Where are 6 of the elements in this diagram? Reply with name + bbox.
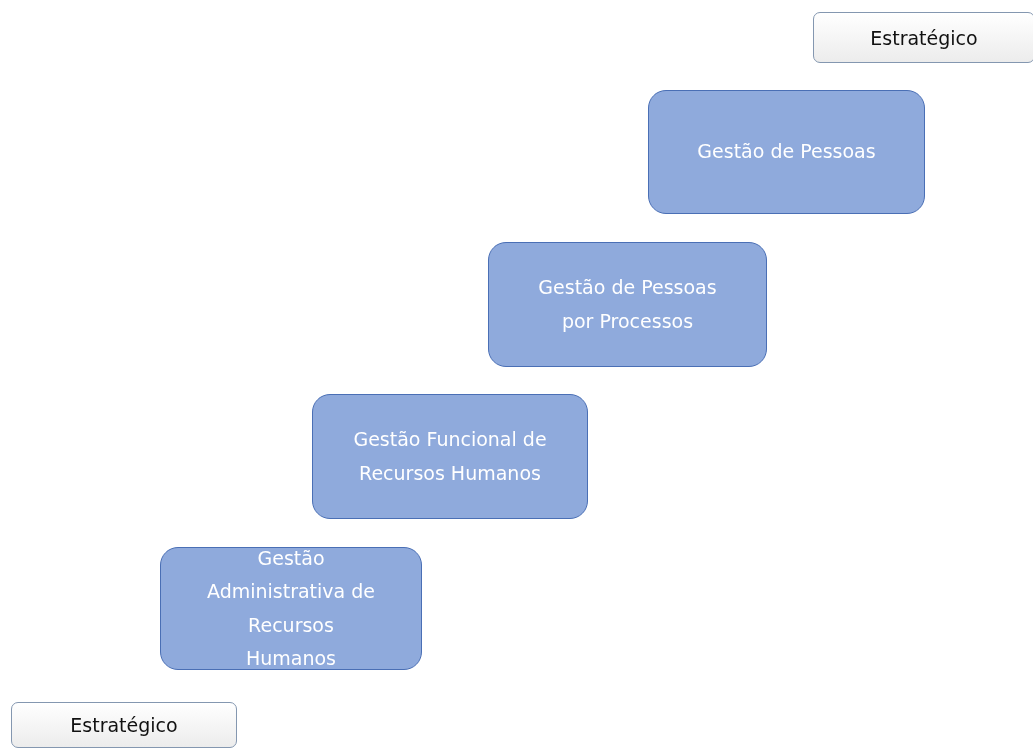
stage-box: Gestão Funcional de Recursos Humanos — [312, 394, 588, 519]
level-tag: Estratégico — [813, 12, 1033, 63]
stage-box: Gestão Administrativa de Recursos Humanos — [160, 547, 422, 670]
stage-box: Gestão de Pessoas — [648, 90, 925, 214]
level-tag: Estratégico — [11, 702, 237, 748]
stage-box: Gestão de Pessoas por Processos — [488, 242, 767, 367]
